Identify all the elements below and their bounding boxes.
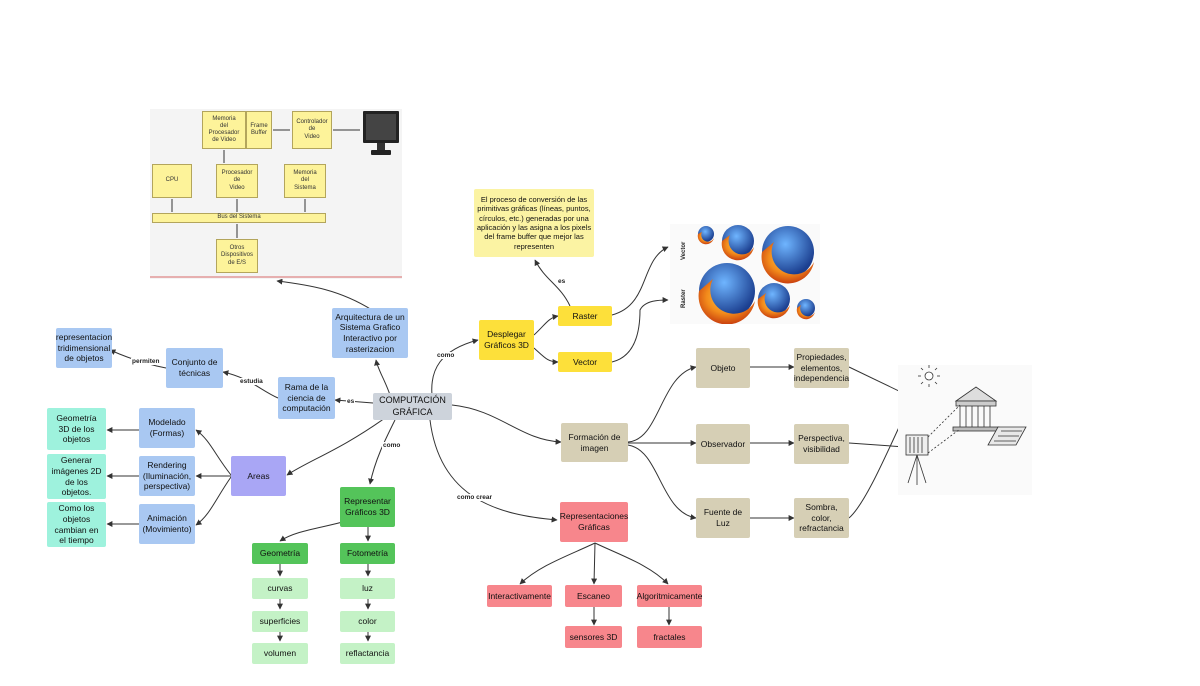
firefox-logos-raster xyxy=(698,263,815,325)
hw-procesador-video: Procesador de Video xyxy=(216,164,258,198)
edge-raster-proceso xyxy=(534,259,571,307)
node-proceso-rasterizacion[interactable]: El proceso de conversión de las primitiv… xyxy=(474,189,594,257)
node-escaneo[interactable]: Escaneo xyxy=(565,585,622,607)
node-fractales[interactable]: fractales xyxy=(637,626,702,648)
node-rendering[interactable]: Rendering (Iluminación, perspectiva) xyxy=(139,456,195,496)
image-formation-illustration xyxy=(905,365,1027,485)
monitor-icon xyxy=(363,111,399,155)
edge-perspectiva-temple xyxy=(848,442,906,450)
edge-label-como-representar: como xyxy=(382,442,402,449)
node-reflactancia[interactable]: reflactancia xyxy=(340,643,395,664)
hw-otros: Otros Dispositivos de E/S xyxy=(216,239,258,273)
edge-repr-escaneo xyxy=(591,542,598,585)
node-modelado[interactable]: Modelado (Formas) xyxy=(139,408,195,448)
edge-label-es-rama: es xyxy=(346,398,356,405)
node-superficies[interactable]: superficies xyxy=(252,611,308,632)
node-curvas[interactable]: curvas xyxy=(252,578,308,599)
node-animacion[interactable]: Animación (Movimiento) xyxy=(139,504,195,544)
edge-label-como-crear: como crear xyxy=(456,494,494,501)
label-raster: Raster xyxy=(681,289,687,308)
node-representaciones-graficas[interactable]: Representaciones Gráficas xyxy=(560,502,628,542)
node-geometria[interactable]: Geometría xyxy=(252,543,308,564)
node-generar-2d[interactable]: Generar imágenes 2D de los objetos. xyxy=(47,454,106,499)
video-architecture-diagram: Memoria del Procesador de Video Frame Bu… xyxy=(150,109,402,279)
node-algoritmicamente[interactable]: Algoritmicamente xyxy=(637,585,702,607)
edge-desplegar-vector xyxy=(533,347,559,365)
edge-areas-modelado xyxy=(195,429,232,476)
edge-central-representar xyxy=(368,419,396,485)
hw-frame-buffer: Frame Buffer xyxy=(246,111,272,149)
edge-label-estudia: estudia xyxy=(239,378,264,385)
camera-icon xyxy=(905,434,929,485)
node-fuente-luz[interactable]: Fuente de Luz xyxy=(696,498,750,538)
projection-lines xyxy=(927,404,961,454)
edge-desplegar-raster xyxy=(533,314,559,336)
node-areas[interactable]: Areas xyxy=(231,456,286,496)
temple-camera-light-icon xyxy=(898,365,1032,495)
node-vector[interactable]: Vector xyxy=(558,352,612,372)
edge-central-representaciones xyxy=(429,419,558,523)
node-sensores-3d[interactable]: sensores 3D xyxy=(565,626,622,648)
node-conjunto-tecnicas[interactable]: Conjunto de técnicas xyxy=(166,348,223,388)
edge-label-permiten: permiten xyxy=(131,358,161,365)
edge-central-areas xyxy=(286,417,386,476)
hw-cpu: CPU xyxy=(152,164,192,198)
node-sombra[interactable]: Sombra, color, refractancia xyxy=(794,498,849,538)
node-computacion-grafica[interactable]: COMPUTACIÓN GRÁFICA xyxy=(373,393,452,420)
edge-rama-conjunto xyxy=(222,370,279,399)
edge-repr-interactivamente xyxy=(519,542,596,585)
edge-formacion-fuente xyxy=(627,444,697,521)
label-vector: Vector xyxy=(681,241,687,260)
edge-areas-animacion xyxy=(195,476,232,526)
node-rama-ciencia[interactable]: Rama de la ciencia de computación xyxy=(278,377,335,419)
light-source-icon xyxy=(924,371,934,381)
node-propiedades[interactable]: Propiedades, elementos, independencia xyxy=(794,348,849,388)
node-representacion-3d[interactable]: representacion tridimensional de objetos xyxy=(56,328,112,368)
node-observador[interactable]: Observador xyxy=(696,424,750,464)
node-color[interactable]: color xyxy=(340,611,395,632)
node-volumen[interactable]: volumen xyxy=(252,643,308,664)
node-objeto[interactable]: Objeto xyxy=(696,348,750,388)
raster-vector-comparison: Vector Raster xyxy=(681,225,815,325)
node-raster[interactable]: Raster xyxy=(558,306,612,326)
edge-formacion-objeto xyxy=(627,365,697,443)
node-como-cambian[interactable]: Como los objetos cambian en el tiempo xyxy=(47,502,106,547)
node-arquitectura[interactable]: Arquitectura de un Sistema Grafico Inter… xyxy=(332,308,408,358)
edge-repr-algoritmicamente xyxy=(594,542,669,585)
hw-memoria-sistema: Memoria del Sistema xyxy=(284,164,326,198)
edge-central-formacion xyxy=(451,404,562,445)
node-formacion-imagen[interactable]: Formación de imagen xyxy=(561,423,628,462)
node-geometria-3d[interactable]: Geometría 3D de los objetos xyxy=(47,408,106,450)
hw-controlador: Controlador de Video xyxy=(292,111,332,149)
light-rays xyxy=(918,365,940,387)
edge-vector-image xyxy=(611,297,669,363)
temple-icon xyxy=(952,386,1027,446)
node-desplegar-3d[interactable]: Desplegar Gráficos 3D xyxy=(479,320,534,360)
hw-memoria-procesador: Memoria del Procesador de Video xyxy=(202,111,246,149)
edge-central-arquitectura xyxy=(374,359,391,396)
node-fotometria[interactable]: Fotometría xyxy=(340,543,395,564)
edge-label-como-despliegue: como xyxy=(436,352,456,359)
edge-arquitectura-hardware xyxy=(276,278,373,311)
hw-bus: Bus del Sistema xyxy=(152,213,326,223)
firefox-logos-vector xyxy=(697,225,814,284)
node-perspectiva[interactable]: Perspectiva, visibilidad xyxy=(794,424,849,464)
edge-raster-image xyxy=(611,246,669,316)
edge-central-desplegar xyxy=(431,338,479,396)
edge-label-es-proceso: es xyxy=(557,278,567,285)
hw-arrows xyxy=(150,129,402,278)
node-luz[interactable]: luz xyxy=(340,578,395,599)
node-representar-3d[interactable]: Representar Gráficos 3D xyxy=(340,487,395,527)
firefox-logo-icon: Vector Raster xyxy=(670,224,820,325)
node-interactivamente[interactable]: Interactivamente xyxy=(487,585,552,607)
